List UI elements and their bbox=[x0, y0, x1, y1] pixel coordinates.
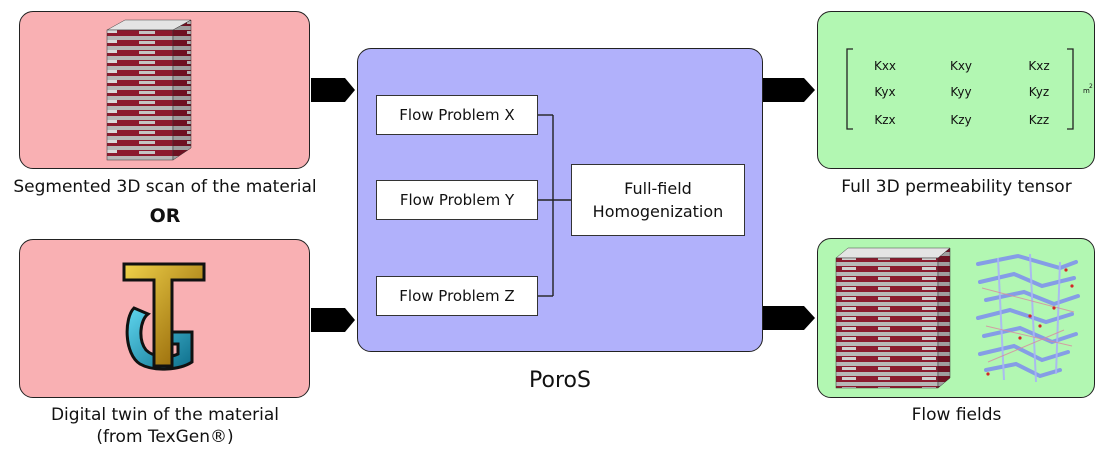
flow-caption: Flow fields bbox=[911, 405, 1002, 425]
arrow-scan-to-poros bbox=[311, 78, 355, 102]
tensor-kyz: Kyz bbox=[1029, 85, 1049, 99]
tensor-kxy: Kxy bbox=[950, 59, 972, 73]
tensor-kxx: Kxx bbox=[874, 59, 896, 73]
flow-problem-z-box: Flow Problem Z bbox=[376, 276, 538, 316]
or-label: OR bbox=[149, 205, 181, 227]
tensor-caption: Full 3D permeability tensor bbox=[841, 177, 1072, 197]
homogenization-line2: Homogenization bbox=[592, 202, 724, 221]
unit-base: m bbox=[1083, 87, 1090, 95]
scan-cube-image bbox=[106, 19, 192, 161]
flow-problem-y-box: Flow Problem Y bbox=[376, 180, 538, 220]
tensor-kzx: Kzx bbox=[874, 113, 895, 127]
flow-field-image bbox=[835, 247, 1080, 389]
tensor-kzy: Kzy bbox=[950, 113, 971, 127]
tensor-panel bbox=[817, 11, 1095, 169]
arrow-twin-to-poros bbox=[311, 308, 355, 332]
permeability-tensor-matrix: Kxx Kxy Kxz Kyx Kyy Kyz Kzx Kzy Kzz m 2 bbox=[846, 48, 1093, 130]
homogenization-box: Full-field Homogenization bbox=[571, 164, 745, 236]
tensor-kxz: Kxz bbox=[1028, 59, 1049, 73]
unit-exponent: 2 bbox=[1089, 83, 1093, 90]
homogenization-line1: Full-field bbox=[624, 179, 692, 198]
scan-caption: Segmented 3D scan of the material bbox=[13, 177, 317, 197]
tensor-kzz: Kzz bbox=[1029, 113, 1049, 127]
tensor-kyx: Kyx bbox=[874, 85, 895, 99]
texgen-logo-icon bbox=[122, 262, 206, 371]
twin-caption-line2: (from TexGen®) bbox=[96, 427, 234, 447]
flow-problem-x-box: Flow Problem X bbox=[376, 95, 538, 135]
arrow-poros-to-tensor bbox=[762, 78, 815, 102]
arrow-poros-to-flow bbox=[762, 306, 815, 330]
tensor-kyy: Kyy bbox=[950, 85, 971, 99]
twin-caption-line1: Digital twin of the material bbox=[50, 405, 280, 425]
poros-title: PoroS bbox=[529, 368, 591, 393]
connector-lines bbox=[538, 114, 571, 297]
